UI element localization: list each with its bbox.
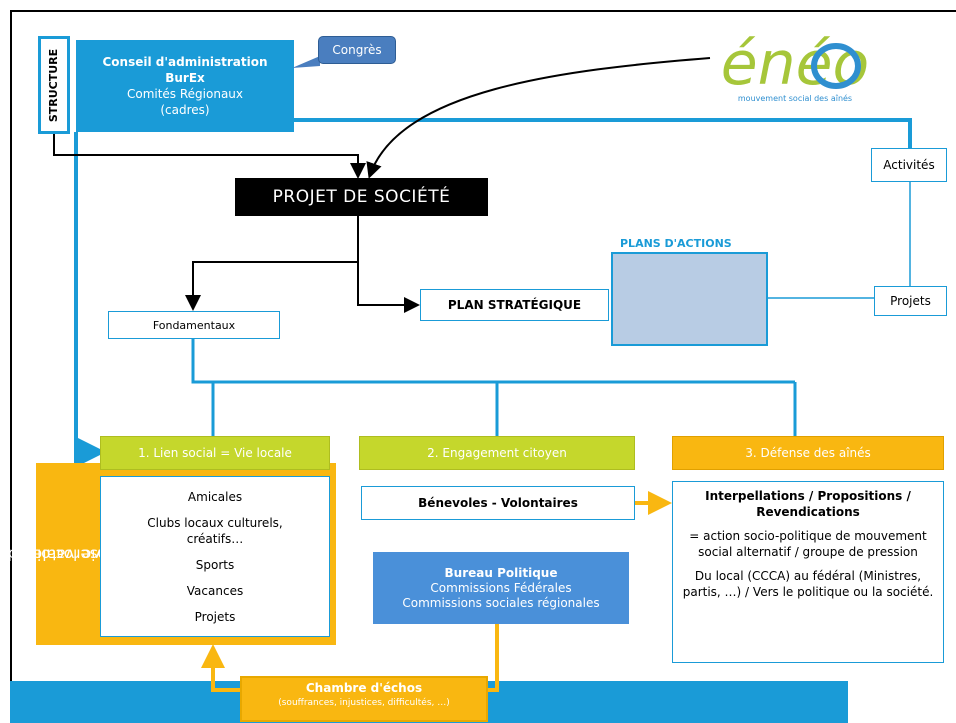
bureau-chambre-connector [487, 624, 499, 692]
logo-projet-connector [366, 57, 711, 179]
interp-title: Interpellations / Propositions / Revendi… [705, 489, 911, 519]
projets-label: Projets [890, 294, 931, 308]
plan-strategique-box: PLAN STRATÉGIQUE [420, 289, 609, 321]
benevoles-box: Bénevoles - Volontaires [361, 486, 635, 520]
activites-label: Activités [883, 158, 935, 172]
conseil-line4: (cadres) [160, 103, 210, 117]
category-defense: 3. Défense des aînés [672, 436, 944, 470]
projet-label: PROJET DE SOCIÉTÉ [272, 187, 451, 207]
bureau-line1: Bureau Politique [444, 565, 558, 580]
interpellations-box: Interpellations / Propositions / Revendi… [672, 481, 944, 663]
chambre-obs-connector [201, 644, 240, 692]
conseil-line3: Comités Régionaux [126, 87, 244, 101]
conseil-line2: BurEx [165, 71, 205, 85]
congres-callout: Congrès [318, 36, 396, 64]
list-item: Sports [195, 557, 235, 572]
chambre-title: Chambre d'échos [305, 681, 423, 695]
list-item: Vacances [186, 583, 244, 598]
list-item: Clubs locaux culturels, créatifs… [147, 515, 283, 546]
benevoles-label: Bénevoles - Volontaires [418, 496, 578, 510]
category-lien-social: 1. Lien social = Vie locale [100, 436, 330, 470]
eneo-logo: énéo mouvement social des aînés [710, 22, 880, 114]
activites-box: Activités [871, 148, 947, 182]
conseil-line1: Conseil d'administration [102, 55, 268, 69]
fondamentaux-box: Fondamentaux [108, 311, 280, 339]
chambre-echos-text: Chambre d'échos (souffrances, injustices… [240, 680, 488, 710]
projet-plan-connector [357, 262, 420, 313]
svg-text:énéo: énéo [721, 29, 870, 99]
eneo-tagline: mouvement social des aînés [737, 94, 853, 103]
blue-left-connector [74, 132, 106, 468]
projet-de-societe-box: PROJET DE SOCIÉTÉ [235, 178, 488, 216]
bureau-politique-box: Bureau Politique Commissions Fédérales C… [373, 552, 629, 624]
bureau-line2: Commissions Fédérales [430, 580, 572, 595]
projets-box: Projets [874, 286, 947, 316]
chambre-echos-box [240, 676, 488, 722]
structure-box: STRUCTURE [38, 36, 70, 134]
blue-top-connector [294, 118, 912, 148]
fondamentaux-label: Fondamentaux [152, 318, 236, 332]
category-label: 2. Engagement citoyen [427, 446, 567, 460]
chambre-subtitle: (souffrances, injustices, difficultés, …… [278, 698, 450, 708]
conseil-box: Conseil d'administration BurEx Comités R… [76, 40, 294, 132]
observatoire-label: Observatoire de la vie locale [0, 463, 122, 645]
slide-frame [10, 10, 956, 723]
list-item: Projets [194, 609, 236, 624]
list-item: Amicales [187, 489, 243, 504]
congres-label: Congrès [332, 43, 382, 57]
plans-actions-box [611, 252, 768, 346]
vie-locale-list: Amicales Clubs locaux culturels, créatif… [100, 476, 330, 637]
plan-strategique-label: PLAN STRATÉGIQUE [447, 298, 582, 312]
projet-fondamentaux-connector [185, 216, 359, 311]
category-label: 3. Défense des aînés [745, 446, 871, 460]
plans-actions-label: PLANS D'ACTIONS [620, 237, 732, 250]
congres-callout-pointer [292, 56, 320, 68]
fondamentaux-branch [191, 339, 795, 384]
interp-p2: Du local (CCCA) au fédéral (Ministres, p… [682, 569, 934, 599]
bureau-line3: Commissions sociales régionales [402, 595, 600, 610]
structure-label: STRUCTURE [47, 48, 61, 122]
interp-p1: = action socio-politique de mouvement so… [689, 529, 927, 559]
category-engagement: 2. Engagement citoyen [359, 436, 635, 470]
category-label: 1. Lien social = Vie locale [138, 446, 292, 460]
structure-projet-connector [53, 134, 366, 179]
eneo-logo-graphic: énéo [721, 29, 870, 99]
